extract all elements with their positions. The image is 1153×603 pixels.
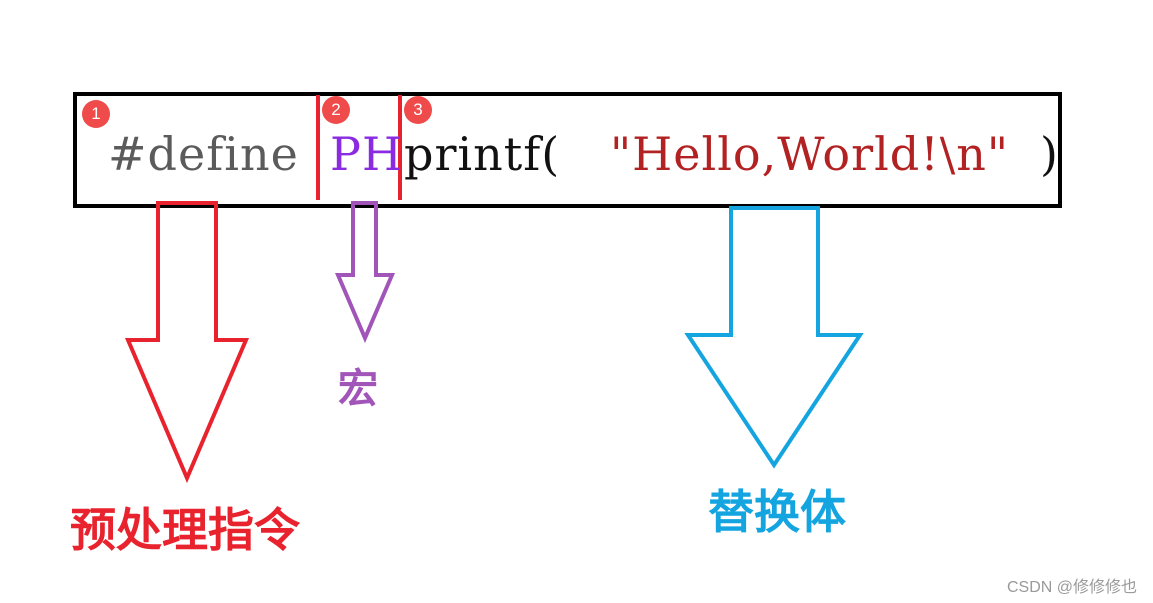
badge-2: 2 bbox=[322, 96, 350, 124]
macro-highlight-box bbox=[316, 95, 402, 200]
badge-3: 3 bbox=[404, 96, 432, 124]
label-directive: 预处理指令 bbox=[70, 503, 300, 557]
code-replacement-func: printf( bbox=[404, 127, 561, 181]
code-macro-name: PH bbox=[330, 127, 404, 181]
watermark: CSDN @修修修也 bbox=[1006, 579, 1137, 596]
code-box bbox=[73, 92, 1062, 208]
down-arrow-purple-icon bbox=[334, 201, 396, 344]
down-arrow-red-icon bbox=[124, 201, 250, 484]
code-replacement-close: ) bbox=[1040, 127, 1059, 181]
label-macro: 宏 bbox=[338, 366, 378, 412]
code-replacement-string: "Hello,World!\n" bbox=[610, 127, 1010, 181]
down-arrow-blue-icon bbox=[684, 206, 864, 469]
badge-1: 1 bbox=[82, 100, 110, 128]
code-directive: #define bbox=[108, 127, 299, 181]
label-replacement: 替换体 bbox=[708, 485, 846, 539]
